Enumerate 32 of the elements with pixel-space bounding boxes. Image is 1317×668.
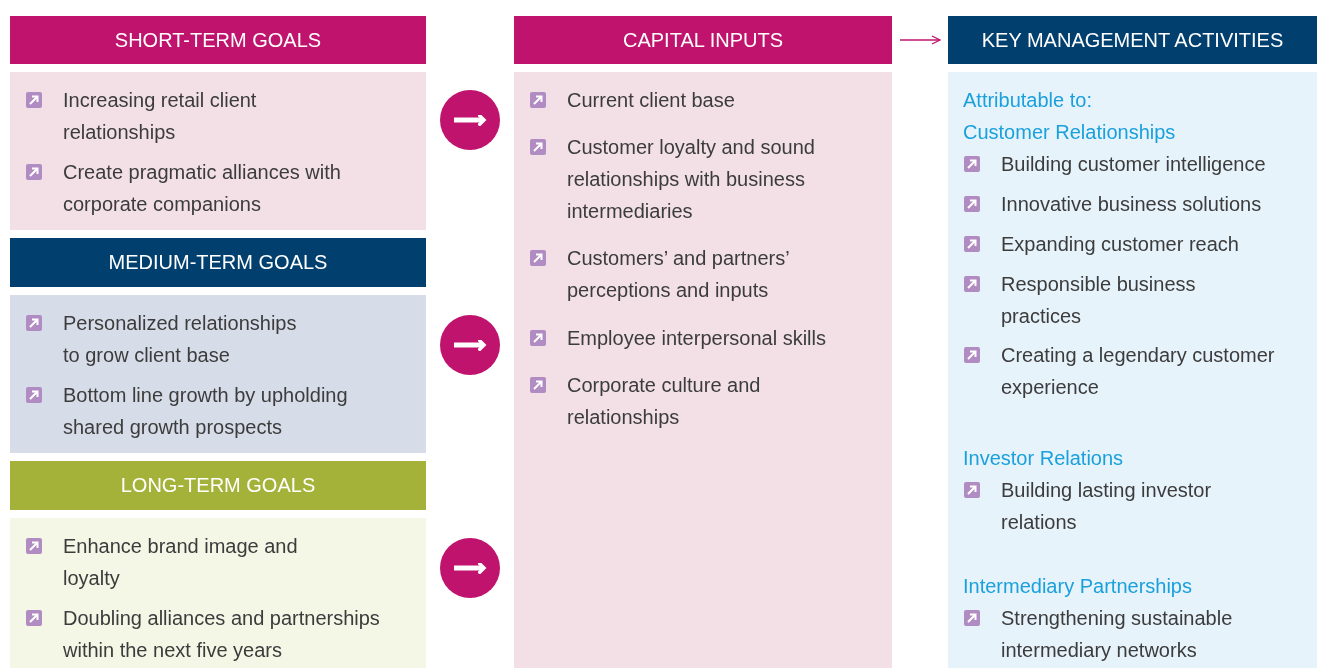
bullet-text: Customers’ and partners’ perceptions and inputs: [567, 246, 790, 303]
content-panel: [948, 72, 1317, 668]
bullet-text: Strengthening sustainable intermediary networks: [1001, 606, 1234, 663]
bullet-text: Building customer intelligence: [1001, 152, 1267, 177]
subheading: Intermediary Partnerships: [963, 574, 1193, 599]
bullet-text: Current client base: [567, 88, 736, 113]
section-header: CAPITAL INPUTS: [514, 16, 892, 64]
subheading: Investor Relations: [963, 446, 1125, 471]
bullet-text: Increasing retail client relationships: [63, 88, 258, 145]
bullet-text: Personalized relationships to grow client base: [63, 311, 298, 368]
section-header: LONG-TERM GOALS: [10, 461, 426, 510]
bullet-text: Doubling alliances and partnerships within the next five years: [63, 606, 381, 663]
bullet-text: Innovative business solutions: [1001, 192, 1263, 217]
content-panel: [10, 295, 426, 453]
content-panel: [10, 72, 426, 230]
subheading: Attributable to: Customer Relationships: [963, 88, 1177, 145]
section-header: KEY MANAGEMENT ACTIVITIES: [948, 16, 1317, 64]
bullet-text: Corporate culture and relationships: [567, 373, 762, 430]
section-header: MEDIUM-TERM GOALS: [10, 238, 426, 287]
arrow: [899, 35, 941, 45]
bullet-text: Expanding customer reach: [1001, 232, 1240, 257]
bullet-text: Create pragmatic alliances with corporate companions: [63, 160, 342, 217]
bullet-text: Creating a legendary customer experience: [1001, 343, 1276, 400]
bullet-text: Customer loyalty and sound relationships with business intermediaries: [567, 135, 816, 224]
bullet-text: Responsible business practices: [1001, 272, 1197, 329]
section-header: SHORT-TERM GOALS: [10, 16, 426, 64]
bullet-text: Building lasting investor relations: [1001, 478, 1213, 535]
content-panel: [514, 72, 892, 668]
bullet-text: Employee interpersonal skills: [567, 326, 827, 351]
bullet-text: Enhance brand image and loyalty: [63, 534, 298, 591]
bullet-text: Bottom line growth by upholding shared growth prospects: [63, 383, 349, 440]
content-panel: [10, 518, 426, 668]
